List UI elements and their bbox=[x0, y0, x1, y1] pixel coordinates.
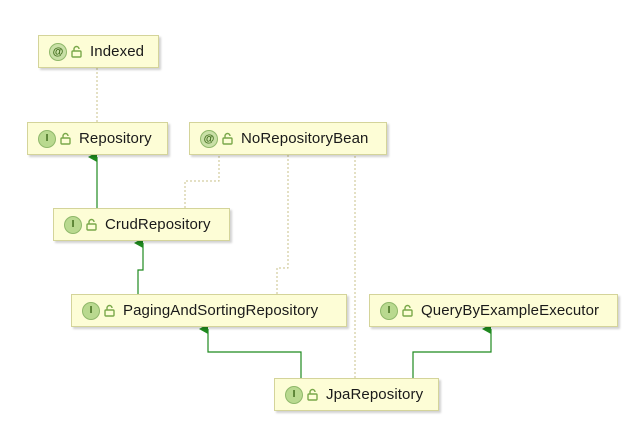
node-pagingandsortingrepository[interactable]: I PagingAndSortingRepository bbox=[71, 294, 347, 327]
lock-icon bbox=[60, 132, 71, 145]
node-querybyexampleexecutor[interactable]: I QueryByExampleExecutor bbox=[369, 294, 618, 327]
node-label: Repository bbox=[79, 130, 152, 147]
edge-crud-norepositorybean bbox=[184, 155, 220, 208]
node-jparepository[interactable]: I JpaRepository bbox=[274, 378, 439, 411]
interface-icon: I bbox=[82, 301, 100, 320]
node-label: QueryByExampleExecutor bbox=[421, 302, 600, 319]
interface-icon: I bbox=[64, 215, 82, 234]
edge-paging-norepositorybean bbox=[276, 155, 289, 294]
lock-icon bbox=[104, 304, 115, 317]
node-norepositorybean[interactable]: @ NoRepositoryBean bbox=[189, 122, 387, 155]
node-label: JpaRepository bbox=[326, 386, 424, 403]
node-crudrepository[interactable]: I CrudRepository bbox=[53, 208, 230, 241]
lock-icon bbox=[307, 388, 318, 401]
annotation-icon: @ bbox=[49, 42, 67, 61]
node-label: Indexed bbox=[90, 43, 145, 60]
lock-icon bbox=[71, 45, 82, 58]
lock-icon bbox=[86, 218, 97, 231]
edge-jpa-paging bbox=[199, 324, 302, 378]
node-label: NoRepositoryBean bbox=[241, 130, 369, 147]
lock-icon bbox=[402, 304, 413, 317]
interface-icon: I bbox=[38, 129, 56, 148]
edge-paging-crud bbox=[134, 238, 144, 294]
annotation-icon: @ bbox=[200, 129, 218, 148]
node-label: CrudRepository bbox=[105, 216, 211, 233]
node-label: PagingAndSortingRepository bbox=[123, 302, 319, 319]
interface-icon: I bbox=[285, 385, 303, 404]
interface-icon: I bbox=[380, 301, 398, 320]
lock-icon bbox=[222, 132, 233, 145]
edge-jpa-querybyexample bbox=[412, 324, 492, 378]
node-repository[interactable]: I Repository bbox=[27, 122, 168, 155]
node-indexed[interactable]: @ Indexed bbox=[38, 35, 159, 68]
